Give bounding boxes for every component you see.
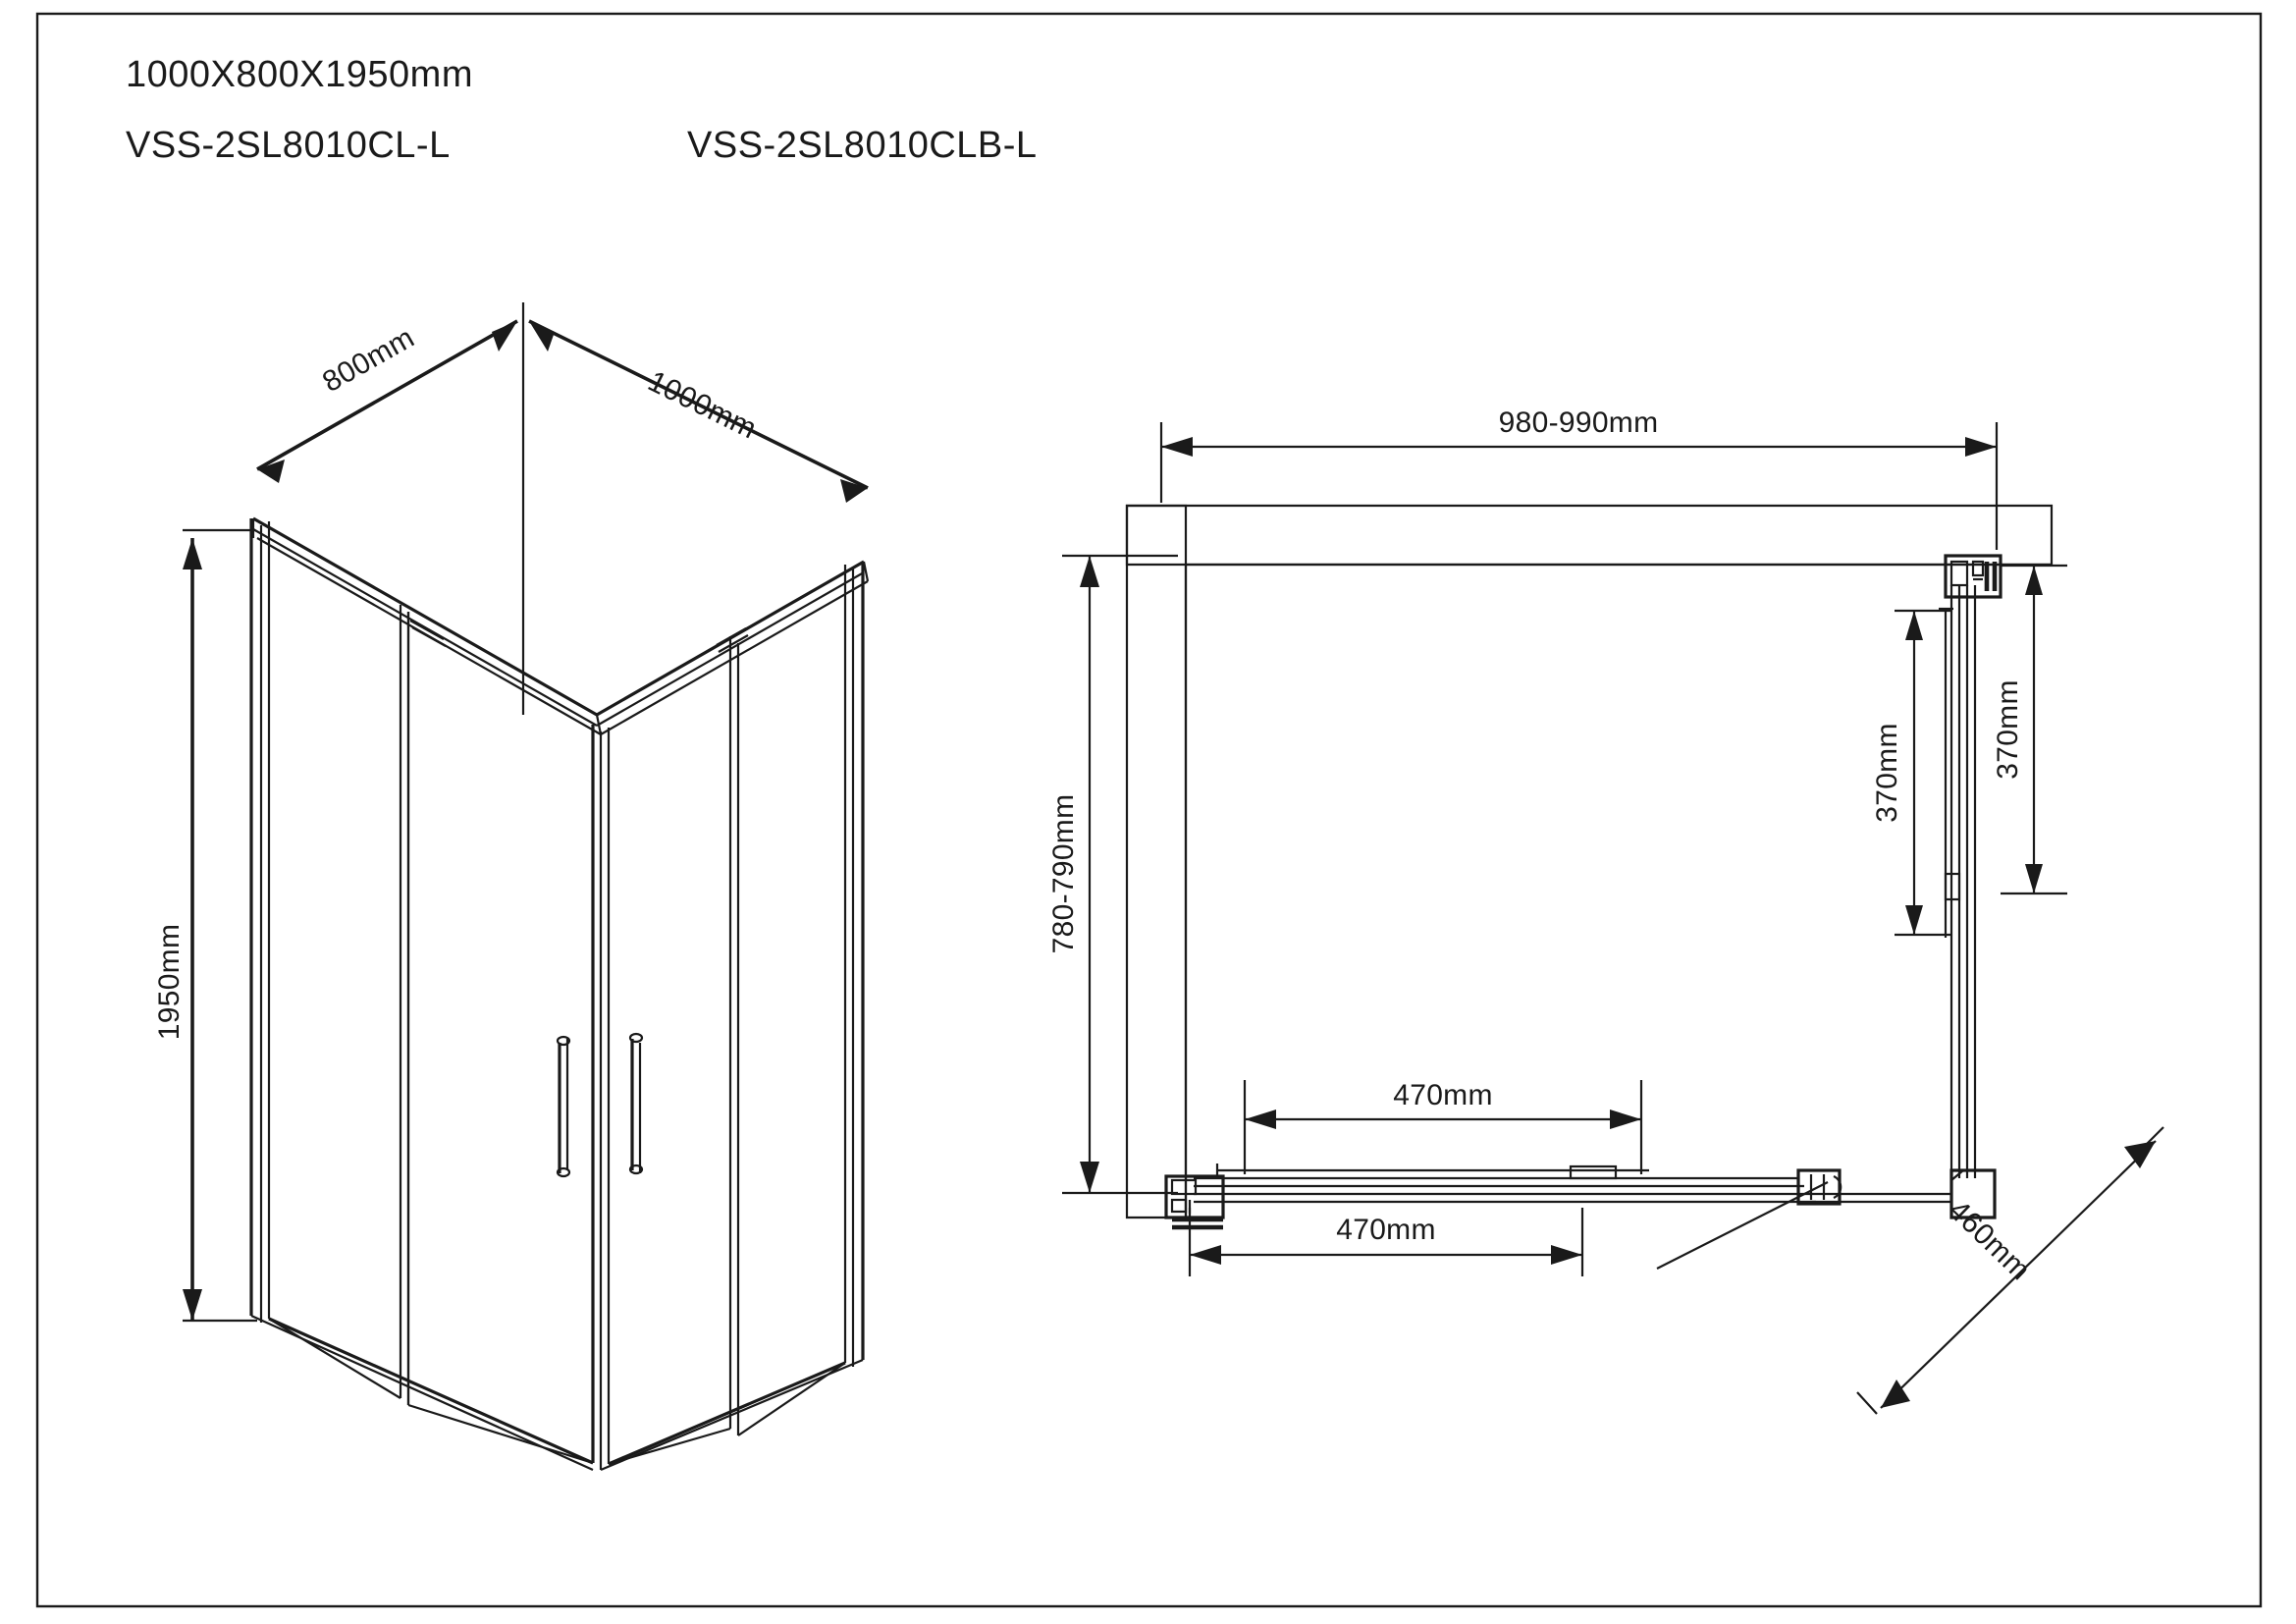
plan-dim-height-label: 780-790mm — [1047, 794, 1080, 954]
plan-corner-junction-block — [1810, 1168, 1997, 1219]
plan-dim-470-outer-label: 470mm — [1336, 1214, 1436, 1246]
iso-right-sliding-door — [608, 636, 740, 1466]
plan-dim-370-outer-label: 370mm — [1992, 679, 2024, 780]
iso-dim-depth-800: 800mm — [256, 319, 518, 483]
iso-dim-width-1000: 1000mm — [528, 319, 869, 503]
plan-dim-width-label: 980-990mm — [1499, 406, 1659, 439]
plan-top-right-bracket — [1944, 554, 2002, 599]
plan-dim-470-inner-label: 470mm — [1393, 1079, 1493, 1111]
iso-bottom-frame — [250, 1314, 864, 1472]
plan-right-inner-panel — [1939, 607, 1961, 938]
iso-dim-height-label: 1950mm — [153, 924, 186, 1041]
plan-dim-470-inner: 470mm — [1243, 1079, 1643, 1174]
plan-leader-lines — [1656, 1181, 1829, 1270]
plan-dim-470-outer: 470mm — [1188, 1208, 1584, 1276]
iso-door-handle-right — [628, 1032, 644, 1175]
iso-roller-marks — [409, 620, 749, 653]
plan-bottom-left-bracket — [1164, 1174, 1225, 1230]
plan-dim-height-780-790: 780-790mm — [1047, 554, 1178, 1195]
plan-wall — [1125, 504, 2054, 1219]
iso-right-wall-post — [843, 562, 865, 1367]
iso-corner-post — [591, 725, 611, 1470]
isometric-view: 800mm 1000mm 1950mm — [153, 302, 870, 1472]
model-number-left: VSS-2SL8010CL-L — [126, 125, 451, 166]
plan-dim-370-inner-label: 370mm — [1871, 723, 1903, 823]
plan-bottom-inner-panel — [1215, 1164, 1649, 1180]
plan-view: 980-990mm 780-790mm 370mm — [1047, 406, 2164, 1415]
model-number-right: VSS-2SL8010CLB-L — [687, 125, 1038, 166]
plan-dim-460-label: 460mm — [1943, 1194, 2037, 1286]
title-block: 1000X800X1950mm VSS-2SL8010CL-L VSS-2SL8… — [126, 54, 1038, 166]
plan-dim-width-980-990: 980-990mm — [1159, 406, 1999, 550]
iso-door-handle-left — [556, 1035, 571, 1178]
iso-left-sliding-door — [406, 612, 594, 1465]
iso-dim-height-1950: 1950mm — [153, 528, 257, 1323]
plan-dim-370-inner: 370mm — [1871, 609, 1951, 937]
iso-dim-width-label: 1000mm — [643, 365, 762, 446]
iso-top-frame — [251, 516, 870, 735]
plan-door-meeting-detail — [1796, 1168, 1842, 1206]
title-size-text: 1000X800X1950mm — [126, 54, 473, 95]
plan-bottom-glass-assembly — [1194, 1176, 1816, 1204]
sheet-border — [35, 12, 2263, 1608]
iso-left-wall-post — [249, 518, 271, 1323]
plan-dim-370-outer: 370mm — [1992, 564, 2067, 895]
iso-left-fixed-panel — [268, 605, 410, 1405]
plan-right-glass-assembly — [1949, 585, 1977, 1178]
plan-dim-460-diagonal: 460mm — [1856, 1126, 2164, 1415]
